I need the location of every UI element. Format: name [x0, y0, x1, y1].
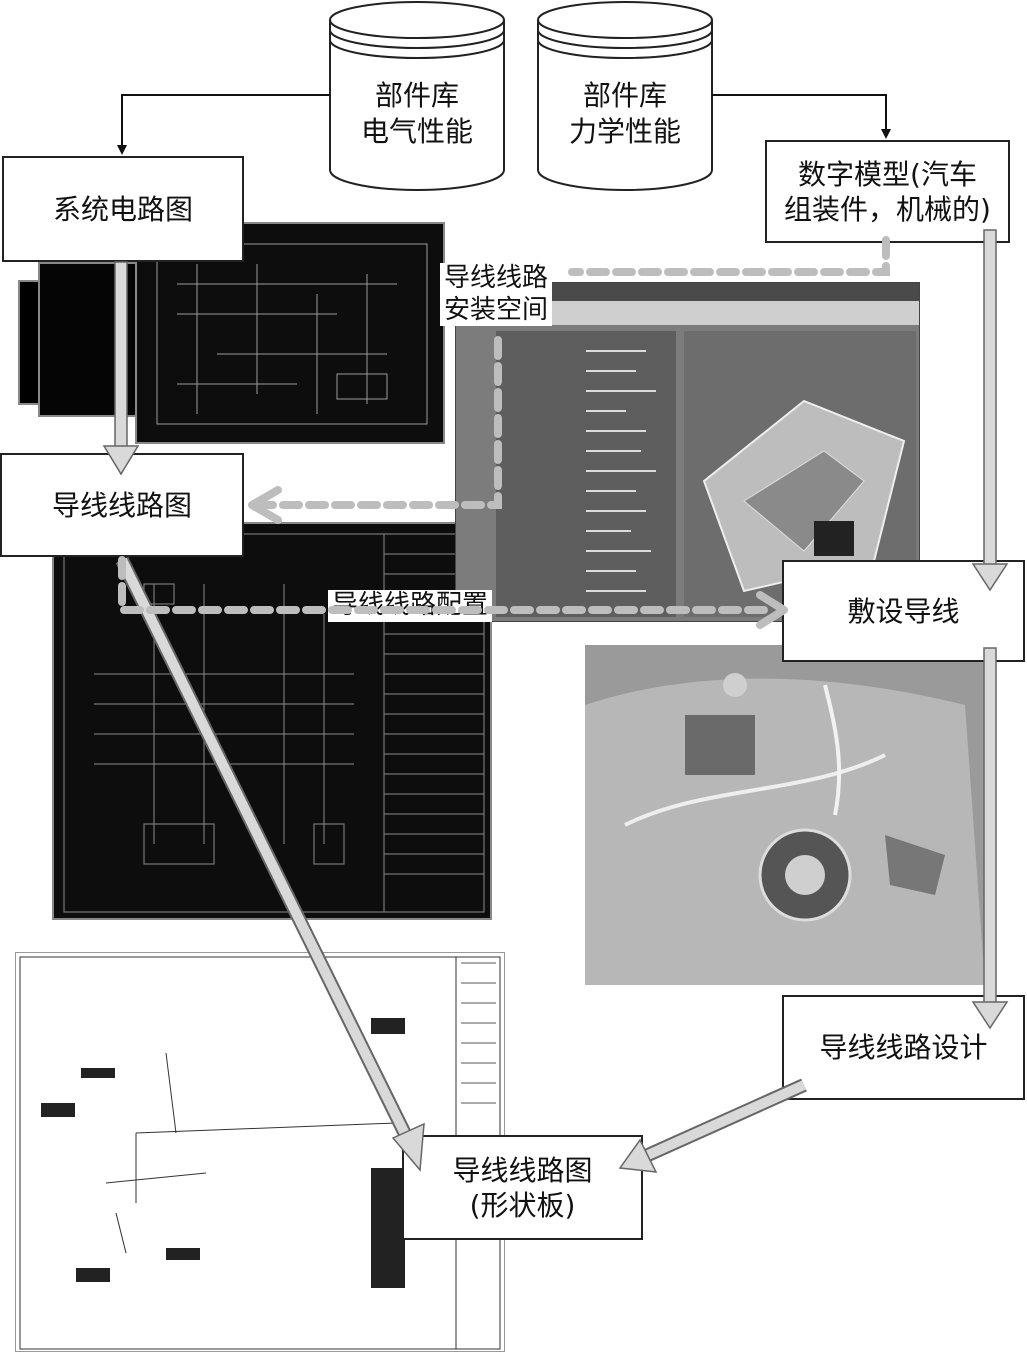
dashed-wire-route-to-lay-wires — [122, 560, 770, 610]
arrow-digital-model-to-lay-wires — [973, 230, 1007, 590]
arrow-lay-wires-to-route-design — [973, 648, 1007, 1028]
connector-db-electrical-to-system-circuit — [122, 95, 330, 150]
arrow-route-design-to-formboard — [620, 1085, 804, 1172]
dashed-digital-model-to-install-space — [572, 240, 886, 272]
arrow-wire-route-to-formboard — [122, 560, 424, 1170]
dashed-install-space-to-wire-route — [262, 340, 498, 505]
arrow-system-circuit-to-wire-route — [104, 262, 138, 474]
connector-db-mechanical-to-digital-model — [712, 95, 886, 134]
